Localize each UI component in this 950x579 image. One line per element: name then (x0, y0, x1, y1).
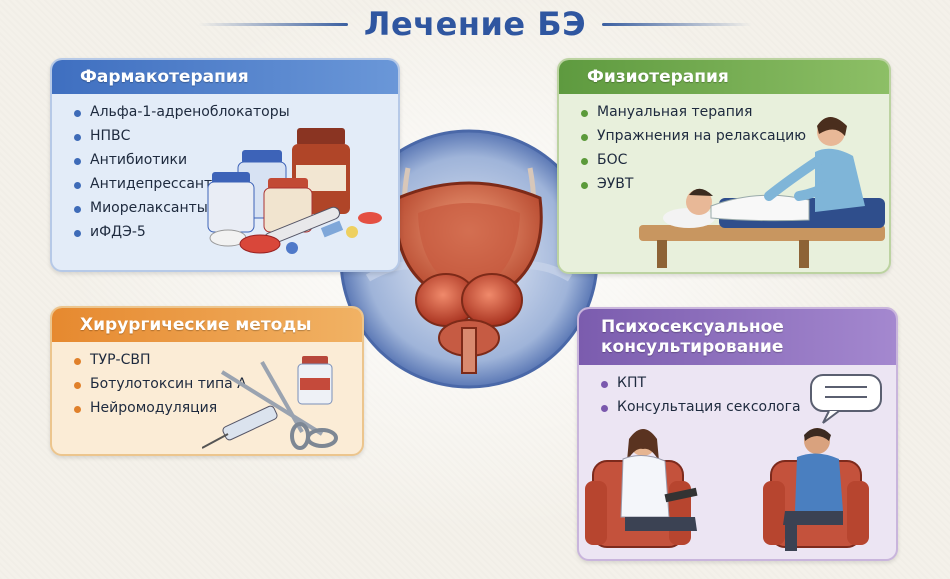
panel-surgical-heading: Хирургические методы (52, 308, 362, 342)
panel-surgical-methods: Хирургические методы ТУР-СВП Ботулотокси… (50, 306, 364, 456)
speech-bubble-icon (810, 374, 882, 424)
list-item: КПТ (601, 375, 896, 391)
list-item: ЭУВТ (581, 176, 889, 192)
list-item: Миорелаксанты (74, 200, 398, 216)
panel-physiotherapy-heading: Физиотерапия (559, 60, 889, 94)
list-item: Консультация сексолога (601, 399, 896, 415)
list-item: ТУР-СВП (74, 352, 362, 368)
surgical-list: ТУР-СВП Ботулотоксин типа А Нейромодуляц… (52, 352, 362, 416)
pill-bottles-icon (207, 128, 382, 254)
list-item: иФДЭ-5 (74, 224, 398, 240)
list-item: Антибиотики (74, 152, 398, 168)
title-rule-right (602, 22, 753, 26)
counseling-session-icon (585, 428, 869, 551)
list-item: Альфа-1-адреноблокаторы (74, 104, 398, 120)
list-item: Антидепрессанты (74, 176, 398, 192)
list-item: НПВС (74, 128, 398, 144)
title-bar: Лечение БЭ (0, 4, 950, 44)
psychosexual-list: КПТ Консультация сексолога (579, 375, 896, 415)
panel-pharmacotherapy: Фармакотерапия Альфа-1-адреноблокаторы Н… (50, 58, 400, 272)
panel-psychosexual-counseling: Психосексуальное консультирование КПТ Ко… (577, 307, 898, 561)
list-item: Нейромодуляция (74, 400, 362, 416)
list-item: БОС (581, 152, 889, 168)
physiotherapy-list: Мануальная терапия Упражнения на релакса… (559, 104, 889, 192)
pharmacotherapy-list: Альфа-1-адреноблокаторы НПВС Антибиотики… (52, 104, 398, 240)
list-item: Ботулотоксин типа А (74, 376, 362, 392)
panel-physiotherapy: Физиотерапия Мануальная терапия Упражнен… (557, 58, 891, 274)
massage-therapy-icon (639, 117, 885, 268)
list-item: Упражнения на релаксацию (581, 128, 889, 144)
page-title: Лечение БЭ (363, 5, 587, 43)
panel-psychosexual-heading-line2: консультирование (601, 337, 784, 357)
scissors-icon (202, 356, 338, 450)
panel-pharmacotherapy-heading: Фармакотерапия (52, 60, 398, 94)
title-rule-left (197, 22, 348, 26)
panel-psychosexual-heading-line1: Психосексуальное (601, 317, 784, 337)
panel-psychosexual-heading: Психосексуальное консультирование (579, 309, 896, 365)
list-item: Мануальная терапия (581, 104, 889, 120)
